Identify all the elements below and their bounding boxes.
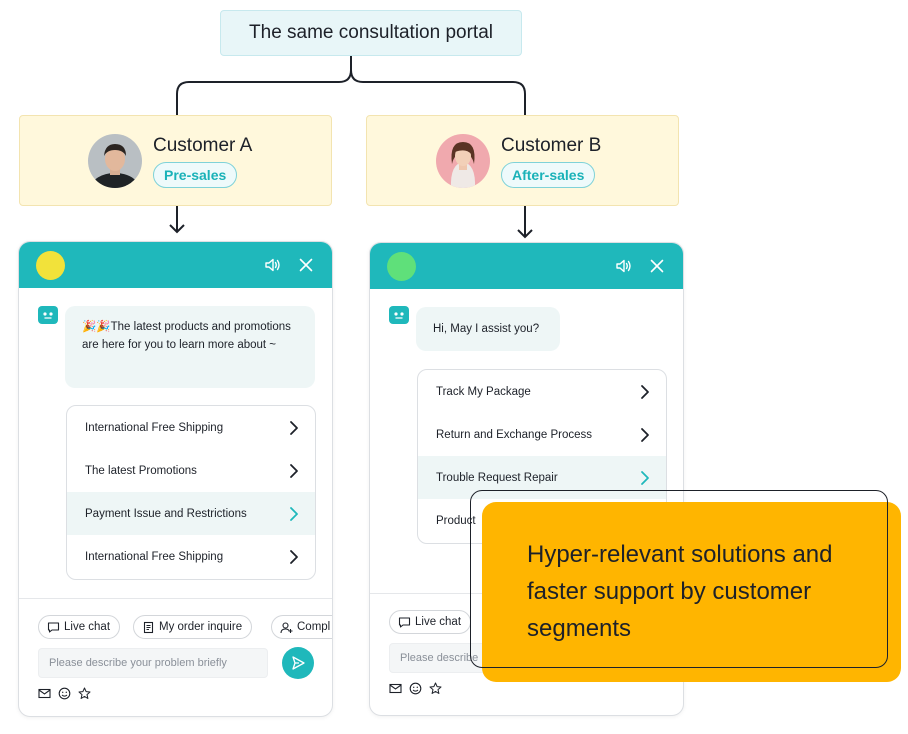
mail-icon[interactable] — [38, 687, 51, 700]
chevron-right-icon — [641, 427, 649, 442]
chip-label: Compl — [297, 621, 331, 633]
menu-item[interactable]: Trouble Request Repair — [418, 456, 666, 499]
menu-item-label: Trouble Request Repair — [436, 471, 558, 484]
send-icon — [292, 656, 305, 670]
chip-label: Live chat — [64, 621, 111, 633]
menu-item[interactable]: Track My Package — [418, 370, 666, 413]
star-icon[interactable] — [78, 687, 91, 700]
live-chat-chip[interactable]: Live chat — [389, 610, 472, 634]
widget-header — [19, 242, 332, 288]
chat-icon — [398, 616, 411, 628]
bot-icon — [38, 306, 58, 324]
speaker-icon[interactable] — [615, 257, 633, 275]
emoji-icon[interactable] — [58, 687, 71, 700]
avatar — [436, 134, 490, 188]
chat-widget-a: 🎉🎉The latest products and promotions are… — [18, 241, 333, 717]
close-icon[interactable] — [648, 257, 666, 275]
quick-menu: International Free Shipping The latest P… — [66, 405, 316, 580]
menu-item-label: International Free Shipping — [85, 421, 224, 434]
order-icon — [143, 621, 154, 633]
speaker-icon[interactable] — [264, 256, 282, 274]
menu-item[interactable]: Payment Issue and Restrictions — [67, 492, 315, 535]
callout-outline — [470, 490, 888, 668]
input-placeholder: Please describe your problem briefly — [49, 657, 227, 669]
customer-a-card: Customer A Pre-sales — [19, 115, 332, 206]
menu-item-label: International Free Shipping — [85, 550, 224, 563]
mail-icon[interactable] — [389, 682, 402, 695]
chevron-right-icon — [290, 420, 298, 435]
chevron-right-icon — [290, 506, 298, 521]
customer-name: Customer A — [153, 135, 253, 156]
callout-box — [482, 502, 901, 682]
footer-divider — [19, 598, 332, 599]
star-icon[interactable] — [429, 682, 442, 695]
status-indicator — [36, 251, 65, 280]
chip-label: Live chat — [415, 616, 462, 628]
menu-item-label: Product — [436, 514, 476, 527]
greeting-bubble: Hi, May I assist you? — [416, 307, 560, 351]
live-chat-chip[interactable]: Live chat — [38, 615, 121, 639]
menu-item-label: Payment Issue and Restrictions — [85, 507, 247, 520]
complaint-icon — [280, 621, 293, 633]
widget-header — [370, 243, 683, 289]
chevron-right-icon — [641, 470, 649, 485]
input-placeholder: Please describe — [400, 652, 479, 664]
close-icon[interactable] — [297, 256, 315, 274]
menu-item[interactable]: Product — [418, 499, 666, 542]
greeting-text: Hi, May I assist you? — [433, 323, 540, 335]
avatar — [88, 134, 142, 188]
bot-icon — [389, 306, 409, 324]
quick-menu: Track My Package Return and Exchange Pro… — [417, 369, 667, 544]
menu-item-label: Return and Exchange Process — [436, 428, 592, 441]
segment-badge: After-sales — [501, 162, 596, 188]
complaint-chip[interactable]: Compl — [271, 615, 332, 639]
menu-item[interactable]: Return and Exchange Process — [418, 413, 666, 456]
greeting-bubble: 🎉🎉The latest products and promotions are… — [65, 306, 315, 388]
customer-b-card: Customer B After-sales — [366, 115, 679, 206]
menu-item[interactable]: The latest Promotions — [67, 449, 315, 492]
chip-label: My order inquire — [159, 621, 243, 633]
menu-item-label: The latest Promotions — [85, 464, 197, 477]
order-inquire-chip[interactable]: My order inquire — [133, 615, 253, 639]
chat-icon — [47, 621, 60, 633]
customer-name: Customer B — [501, 135, 602, 156]
segment-badge: Pre-sales — [153, 162, 238, 188]
chevron-right-icon — [290, 463, 298, 478]
message-input[interactable]: Please describe your problem briefly — [38, 648, 268, 678]
portal-title: The same consultation portal — [249, 22, 493, 43]
status-indicator — [387, 252, 416, 281]
callout-text: Hyper-relevant solutions and faster supp… — [527, 541, 833, 642]
emoji-icon[interactable] — [409, 682, 422, 695]
menu-item[interactable]: International Free Shipping — [67, 406, 315, 449]
connector-lines — [169, 56, 533, 239]
greeting-text: 🎉🎉The latest products and promotions are… — [82, 321, 291, 351]
send-button[interactable] — [282, 647, 314, 679]
menu-item[interactable]: International Free Shipping — [67, 535, 315, 578]
portal-title-box: The same consultation portal — [220, 10, 522, 56]
menu-item-label: Track My Package — [436, 385, 531, 398]
chevron-right-icon — [290, 549, 298, 564]
chevron-right-icon — [641, 384, 649, 399]
